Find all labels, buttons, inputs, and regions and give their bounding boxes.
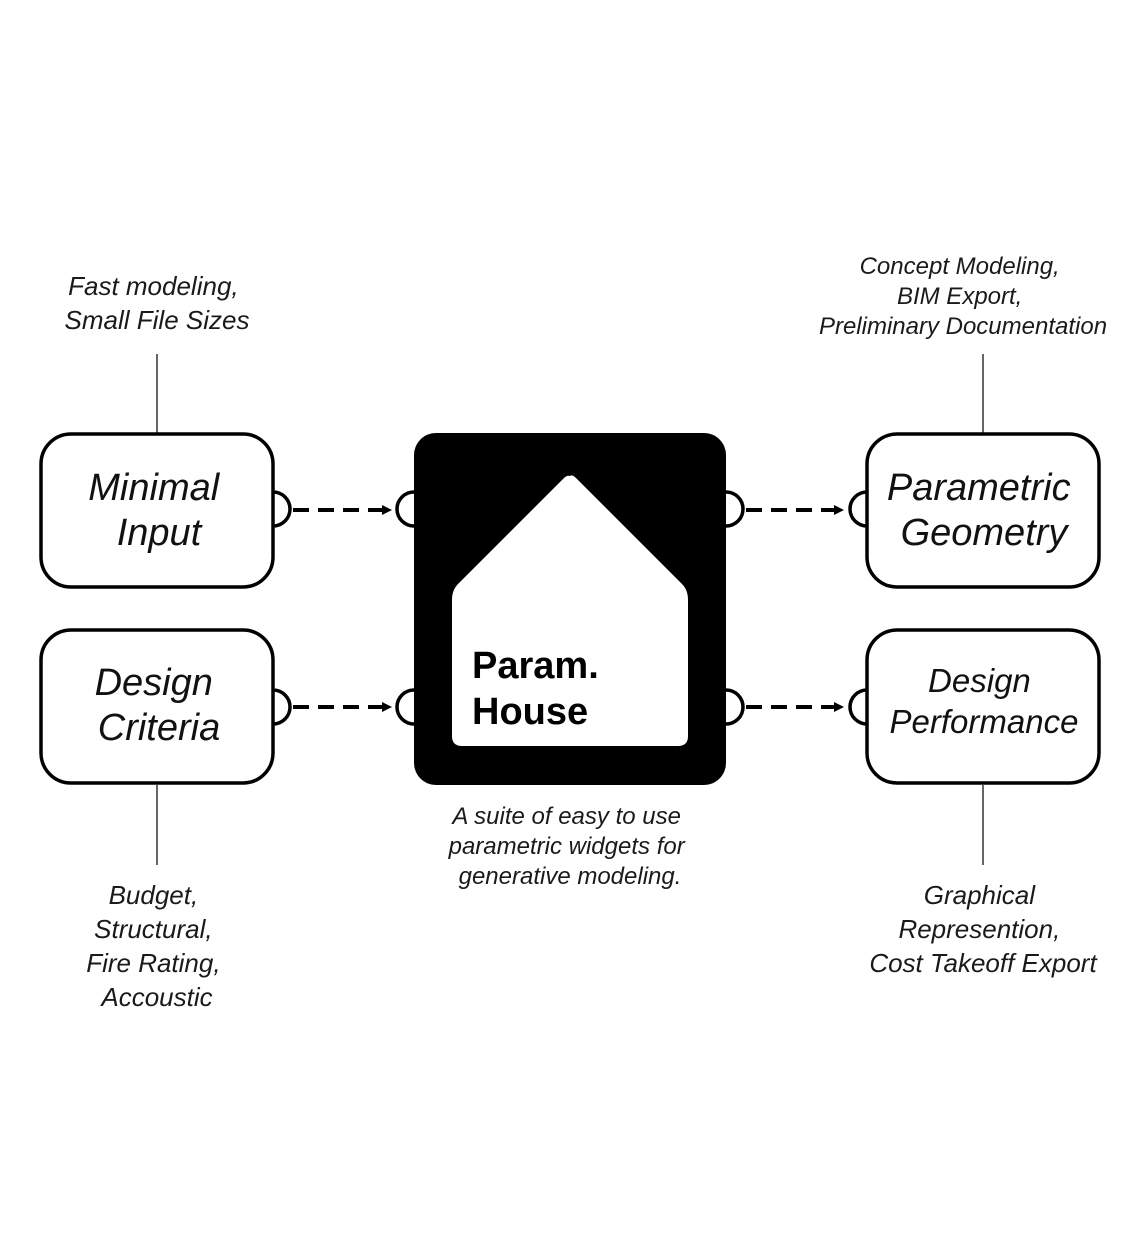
house-icon — [452, 475, 688, 746]
node-label-parametric-geometry: Parametric Geometry — [887, 467, 1081, 554]
node-label-design-criteria: Design Criteria — [95, 662, 224, 749]
param-house-title: Param. House — [472, 645, 609, 733]
param-house-caption: A suite of easy to use parametric widget… — [448, 803, 692, 890]
node-label-design-performance: Design Performance — [890, 662, 1079, 740]
node-minimal-input — [39, 432, 275, 589]
node-label-minimal-input: Minimal Input — [88, 467, 229, 554]
socket-icon — [395, 688, 415, 726]
socket-icon — [848, 688, 868, 726]
socket-icon — [272, 490, 292, 528]
node-design-performance — [865, 628, 1101, 785]
node-parametric-geometry — [865, 432, 1101, 589]
socket-icon — [725, 688, 745, 726]
socket-icon — [725, 490, 745, 528]
socket-icon — [395, 490, 415, 528]
note-design-criteria: Budget, Structural, Fire Rating, Accoust… — [86, 880, 228, 1012]
socket-icon — [848, 490, 868, 528]
note-design-performance: Graphical Represention, Cost Takeoff Exp… — [869, 880, 1098, 978]
note-parametric-geometry: Concept Modeling, BIM Export, Preliminar… — [819, 253, 1107, 340]
note-minimal-input: Fast modeling, Small File Sizes — [65, 271, 250, 335]
node-design-criteria — [39, 628, 275, 785]
socket-icon — [272, 688, 292, 726]
